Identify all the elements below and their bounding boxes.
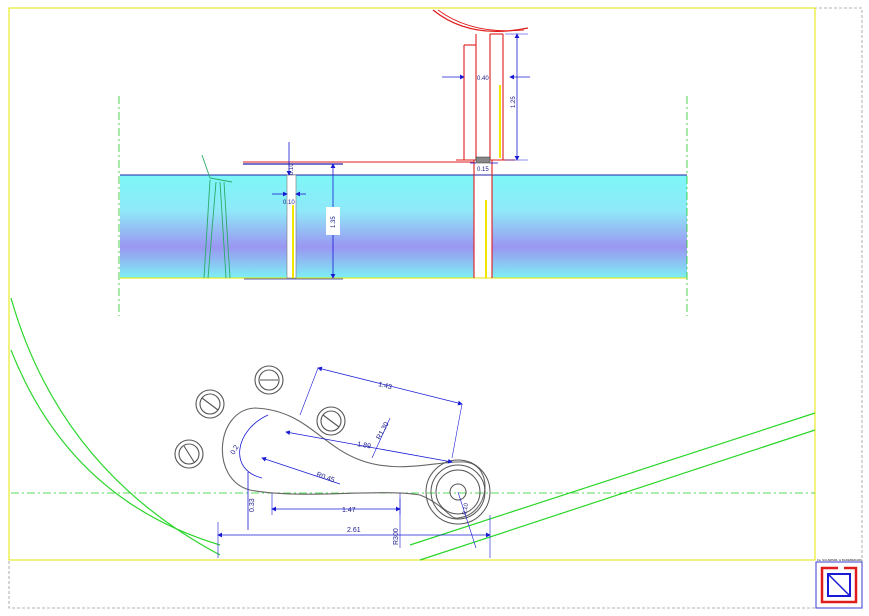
dim-label: 1.35 bbox=[331, 216, 337, 228]
outer-frame bbox=[8, 7, 863, 609]
site-curve-left-1 bbox=[10, 297, 221, 556]
dim-r1-30: R1.30 bbox=[371, 417, 391, 459]
column-inner bbox=[475, 156, 491, 164]
dim-label: 1.89 bbox=[357, 441, 372, 450]
dim-2-61: 2.61 bbox=[217, 515, 491, 558]
dim-label: 0.10 bbox=[462, 502, 470, 515]
site-line-right-1 bbox=[419, 429, 816, 561]
dim-label: 1.25 bbox=[511, 96, 517, 108]
site-curve-left-2 bbox=[10, 349, 221, 546]
round-pool bbox=[425, 459, 491, 525]
stepping-stone-1 bbox=[254, 365, 284, 395]
dim-label: 0.2 bbox=[230, 444, 241, 456]
pool-ladder bbox=[201, 154, 233, 279]
company-logo-icon bbox=[820, 566, 858, 604]
dim-label: R0.45 bbox=[315, 471, 335, 484]
dim-label: 0.10 bbox=[283, 200, 295, 206]
stepping-stone-4 bbox=[174, 439, 204, 469]
title-block: Fa. SCHWIMM- & BADEBEDARF bbox=[815, 558, 863, 609]
dim-1-35: 1.35 bbox=[326, 163, 340, 279]
site-line-right-2 bbox=[409, 412, 816, 546]
pool-inner-arc bbox=[239, 414, 269, 479]
dim-0-15: 0.15 bbox=[470, 162, 498, 173]
dim-label: 0.33 bbox=[249, 498, 256, 512]
left-wall bbox=[286, 174, 297, 279]
section-view: 0.40 1.25 0.15 0.10 0.10 1.35 bbox=[118, 9, 688, 316]
dim-r0-45: R0.45 bbox=[261, 456, 341, 485]
inner-frame bbox=[8, 7, 816, 561]
dim-0-33: 0.33 bbox=[247, 472, 256, 530]
dim-label: 0.15 bbox=[477, 167, 489, 173]
pool-outline bbox=[221, 407, 486, 519]
dim-label: R1.30 bbox=[376, 421, 391, 441]
central-column bbox=[456, 33, 515, 278]
dim-label: 1.43 bbox=[378, 381, 393, 391]
dim-label: R300 bbox=[393, 528, 400, 545]
title-block-caption: Fa. SCHWIMM- & BADEBEDARF bbox=[817, 558, 862, 562]
dim-label: 1.47 bbox=[342, 507, 356, 514]
plan-view: 1.43 1.89 R1.30 R0.45 0.2 1.47 0.33 bbox=[10, 297, 816, 561]
water-body-right bbox=[492, 175, 687, 278]
dim-0-40: 0.40 bbox=[442, 74, 530, 82]
dim-label: 2.61 bbox=[347, 527, 361, 534]
dim-1-25: 1.25 bbox=[505, 33, 528, 161]
stepping-stone-2 bbox=[195, 389, 225, 419]
water-body-left bbox=[120, 175, 287, 278]
dim-0-2: 0.2 bbox=[230, 444, 241, 456]
dim-1-43: 1.43 bbox=[299, 366, 463, 459]
stepping-stone-3 bbox=[316, 406, 346, 436]
dim-r300: R300 bbox=[393, 498, 401, 548]
dim-1-47: 1.47 bbox=[271, 493, 401, 515]
dim-0-10-top: 0.10 bbox=[286, 142, 295, 176]
water-body-mid bbox=[296, 175, 474, 278]
dim-0-10-angle: 0.10 bbox=[457, 491, 477, 549]
dim-label: 0.40 bbox=[477, 76, 489, 82]
dim-0-10-wall: 0.10 bbox=[272, 191, 306, 206]
dim-1-89: 1.89 bbox=[285, 430, 453, 464]
dim-label: 0.10 bbox=[289, 163, 295, 175]
top-arch bbox=[432, 9, 529, 33]
